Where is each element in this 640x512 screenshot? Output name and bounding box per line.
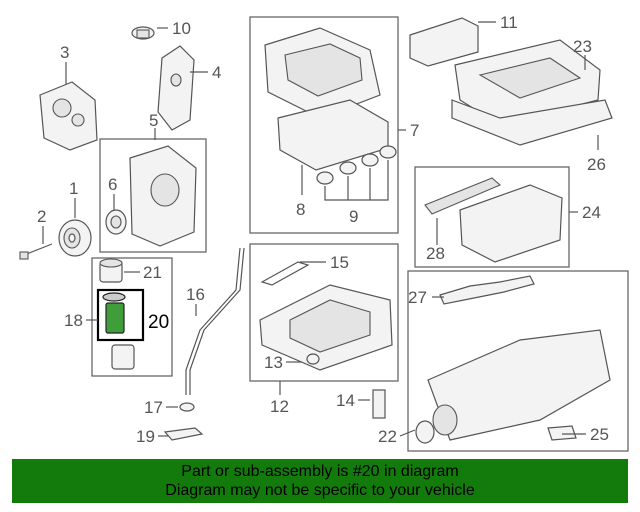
o-ring-part[interactable] [179, 402, 195, 412]
callout-9[interactable]: 9 [349, 207, 358, 226]
callout-6[interactable]: 6 [108, 175, 117, 194]
callout-14[interactable]: 14 [336, 391, 355, 410]
sensor-part[interactable] [372, 389, 386, 419]
callout-5[interactable]: 5 [149, 111, 158, 130]
timing-cover-part[interactable] [129, 145, 197, 247]
callout-8[interactable]: 8 [296, 200, 305, 219]
crankshaft-pulley-part[interactable] [58, 219, 92, 257]
dipstick-handle-part[interactable] [163, 427, 204, 441]
notice-banner: Part or sub-assembly is #20 in diagram D… [12, 459, 628, 503]
callout-16[interactable]: 16 [186, 285, 205, 304]
callout-10[interactable]: 10 [172, 19, 191, 38]
notice-line-1: Part or sub-assembly is #20 in diagram [181, 463, 459, 480]
intake-gasket-part[interactable] [451, 99, 613, 146]
callout-1[interactable]: 1 [69, 179, 78, 198]
lower-manifold-part[interactable] [459, 184, 563, 263]
oil-filter-housing-part[interactable] [111, 344, 135, 370]
group-box-timing-cover [99, 138, 207, 253]
gasket-27-part[interactable] [439, 275, 535, 305]
fuel-rail-cover-part[interactable] [409, 17, 479, 67]
spark-plug-tube-seals-part[interactable] [316, 145, 397, 185]
callout-24[interactable]: 24 [582, 203, 601, 222]
callout-21[interactable]: 21 [143, 263, 162, 282]
group-box-lower-manifold [414, 166, 570, 268]
oil-filler-cap-part[interactable] [131, 26, 155, 40]
cam-cover-part[interactable] [157, 45, 195, 131]
callout-15[interactable]: 15 [330, 253, 349, 272]
callout-17[interactable]: 17 [144, 398, 163, 417]
dipstick-tube-part[interactable] [185, 247, 245, 395]
callout-3[interactable]: 3 [60, 43, 69, 62]
pulley-bolt-part[interactable] [19, 243, 53, 260]
gasket-25-part[interactable] [547, 425, 577, 441]
oil-filter-element-part-20[interactable] [96, 288, 145, 342]
oil-filter-cap-part-21[interactable] [99, 258, 123, 283]
callout-26[interactable]: 26 [587, 155, 606, 174]
valve-cover-part[interactable] [264, 27, 381, 119]
callout-25[interactable]: 25 [590, 425, 609, 444]
notice-line-2: Diagram may not be specific to your vehi… [165, 482, 475, 499]
callout-4[interactable]: 4 [212, 63, 221, 82]
callout-2[interactable]: 2 [37, 207, 46, 226]
callout-7[interactable]: 7 [410, 121, 419, 140]
callout-20-selected[interactable]: 20 [148, 312, 169, 333]
oil-pump-pickup-part[interactable] [260, 261, 310, 286]
intake-manifold-part[interactable] [427, 329, 611, 441]
intake-upper-part[interactable] [454, 39, 601, 126]
callout-23[interactable]: 23 [573, 37, 592, 56]
group-box-oil-filter [91, 257, 173, 377]
callout-28[interactable]: 28 [426, 244, 445, 263]
manifold-gasket-28-part[interactable] [424, 177, 502, 215]
callout-11[interactable]: 11 [500, 13, 518, 32]
drain-plug-part[interactable] [306, 353, 320, 365]
callout-22[interactable]: 22 [378, 427, 397, 446]
callout-18[interactable]: 18 [64, 311, 83, 330]
group-box-valve-cover [249, 16, 399, 234]
callout-27[interactable]: 27 [408, 288, 427, 307]
front-seal-part[interactable] [105, 209, 127, 235]
front-housing-part[interactable] [39, 81, 98, 151]
callout-12[interactable]: 12 [270, 397, 289, 416]
callout-13[interactable]: 13 [264, 353, 283, 372]
group-box-intake-manifold [407, 270, 629, 452]
callout-9-bracket [324, 160, 389, 201]
parts-diagram: 1 2 3 4 5 6 7 8 9 10 11 12 13 14 15 16 1… [19, 13, 629, 452]
callout-19[interactable]: 19 [136, 427, 155, 446]
oil-pan-part[interactable] [259, 284, 393, 371]
throttle-body-gasket-part[interactable] [415, 420, 435, 444]
group-box-oil-pan [249, 243, 399, 382]
